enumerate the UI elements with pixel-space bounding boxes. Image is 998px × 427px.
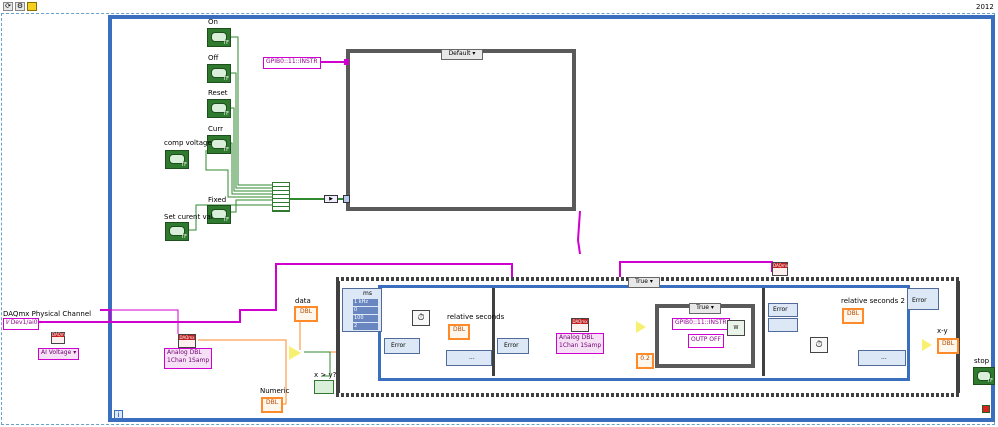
error-cluster-1[interactable]: Error	[384, 338, 420, 354]
run-arrow-icon[interactable]: ⟳	[3, 2, 13, 11]
config-cluster[interactable]: ms 1 kHz 0 100 2	[342, 288, 382, 332]
compare-node-2[interactable]	[636, 321, 646, 333]
visa-resource-constant[interactable]: GPIB0::11::INSTR	[263, 57, 321, 69]
stop-terminal-icon	[982, 405, 990, 413]
array-cluster-2[interactable]: ...	[858, 350, 906, 366]
error-cluster-3[interactable]: Error	[768, 303, 798, 317]
numeric-label: Numeric	[260, 387, 290, 395]
visa-write-vi[interactable]: W	[727, 320, 745, 336]
daqmx-channel-label: DAQmx Physical Channel	[3, 310, 92, 318]
loop-counter-icon: i	[114, 410, 123, 419]
timing-vi-1[interactable]: ⏱	[412, 310, 430, 326]
daqmx-create-channel-vi[interactable]: DAQmx	[51, 332, 67, 344]
relative-seconds-2-label: relative seconds 2	[841, 297, 905, 305]
label-fixed: Fixed	[208, 196, 227, 204]
curr-button[interactable]: TF	[207, 135, 231, 154]
label-on: On	[208, 18, 218, 26]
error-cluster-2[interactable]: Error	[497, 338, 529, 354]
case-selector-top[interactable]: Default ▾	[441, 49, 483, 60]
array-to-number-node[interactable]: ▶	[324, 195, 338, 203]
case-selector-terminal	[343, 195, 350, 203]
daqmx-mode-selector[interactable]: AI Voltage ▾	[38, 348, 80, 360]
config-row-1: 0	[353, 307, 378, 314]
timing-vi-2[interactable]: ⏱	[810, 337, 828, 353]
config-row-3: 2	[353, 323, 378, 330]
inner-case-selector[interactable]: True ▾	[689, 303, 721, 314]
fixed-button[interactable]: TF	[207, 205, 231, 224]
daqmx-read-vi-2[interactable]: DAQmx	[571, 318, 589, 332]
seq-frame-divider-1	[492, 288, 495, 376]
numeric-constant[interactable]: 0.2	[636, 353, 654, 369]
set-current-button[interactable]: TF	[165, 222, 189, 241]
subtract-node[interactable]	[922, 339, 932, 351]
seq-frame-divider-2	[762, 288, 765, 376]
version-label: 2012	[976, 3, 994, 11]
daqmx-clear-task-vi[interactable]: DAQmx	[772, 262, 788, 276]
data-indicator: DBL	[294, 306, 318, 322]
compare-greater-node[interactable]	[289, 346, 301, 360]
case-structure-top[interactable]	[346, 49, 576, 211]
daqmx-channel-control[interactable]: I⁄ Dev1/ai0	[3, 318, 39, 330]
build-array-node[interactable]	[272, 182, 290, 212]
inner-visa-constant[interactable]: GPIB0::11::INSTR	[672, 318, 730, 330]
main-while-loop[interactable]	[108, 15, 995, 422]
x-minus-y-indicator: DBL	[937, 338, 959, 354]
x-greater-y-label: x > y?	[314, 371, 337, 379]
error-out-cluster[interactable]: Error	[907, 288, 939, 310]
x-greater-y-indicator	[314, 380, 334, 394]
label-off: Off	[208, 54, 219, 62]
yellow-indicator-icon	[27, 2, 37, 11]
label-reset: Reset	[208, 89, 228, 97]
stop-label: stop	[974, 357, 990, 365]
gear-icon[interactable]: ⚙	[15, 2, 25, 11]
comp-voltage-button[interactable]: TF	[165, 150, 189, 169]
daqmx-read-vi[interactable]: DAQmx	[178, 334, 196, 348]
config-row-0: 1 kHz	[353, 299, 378, 306]
case-tunnel-pink	[344, 59, 349, 65]
relative-seconds-indicator: DBL	[448, 324, 470, 340]
relative-seconds-label: relative seconds	[447, 313, 505, 321]
label-comp-voltage: comp voltage	[164, 139, 212, 147]
label-curr: Curr	[208, 125, 223, 133]
reset-button[interactable]: TF	[207, 99, 231, 118]
stop-button[interactable]: TF	[973, 367, 995, 385]
config-row-2: 100	[353, 315, 378, 322]
relative-seconds-2-indicator: DBL	[842, 308, 864, 324]
flat-sequence-strip-bottom	[336, 393, 960, 397]
on-button[interactable]: TF	[207, 28, 231, 47]
case-selector-true[interactable]: True ▾	[628, 277, 660, 288]
array-cluster-1[interactable]: ...	[446, 350, 492, 366]
x-minus-y-label: x-y	[937, 327, 948, 335]
label-set-current: Set curent val	[164, 213, 213, 221]
data-label: data	[295, 297, 311, 305]
off-button[interactable]: TF	[207, 64, 231, 83]
outp-off-constant[interactable]: OUTP OFF	[688, 334, 724, 348]
config-header: ms	[363, 290, 372, 297]
numeric-control[interactable]: DBL	[261, 397, 283, 413]
error-cluster-4[interactable]	[768, 318, 798, 332]
